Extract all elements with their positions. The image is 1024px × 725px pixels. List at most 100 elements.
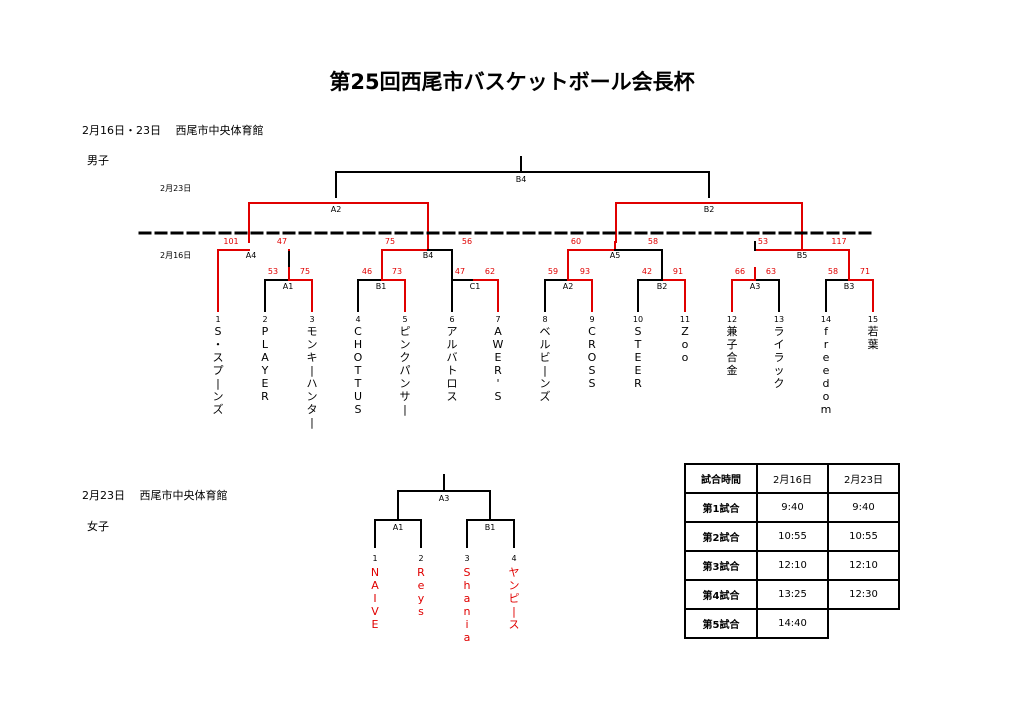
score: 101 bbox=[223, 237, 238, 246]
match-label-a2-upper: A2 bbox=[331, 205, 342, 214]
match-label-a5: A5 bbox=[610, 251, 621, 260]
schedule-cell: 第2試合 bbox=[684, 521, 758, 552]
schedule-cell: 14:40 bbox=[756, 608, 829, 639]
team-name: 若葉 bbox=[868, 325, 879, 351]
women-section-label: 女子 bbox=[87, 520, 109, 533]
team-name: 兼子合金 bbox=[727, 325, 738, 377]
women-match-label-b1: B1 bbox=[485, 523, 496, 532]
team-number: 1 bbox=[215, 315, 220, 324]
match-label-b1: B1 bbox=[376, 282, 387, 291]
score: 53 bbox=[758, 237, 768, 246]
score: 93 bbox=[580, 267, 590, 276]
match-label-c1: C1 bbox=[470, 282, 481, 291]
team-number: 6 bbox=[449, 315, 454, 324]
schedule-header-cell: 試合時間 bbox=[684, 463, 758, 494]
score: 47 bbox=[455, 267, 465, 276]
score: 75 bbox=[385, 237, 395, 246]
team-number: 7 bbox=[495, 315, 500, 324]
team-name: アルバトロス bbox=[447, 325, 458, 403]
match-label-a1: A1 bbox=[283, 282, 294, 291]
match-label-a4: A4 bbox=[246, 251, 257, 260]
match-label-b5: B5 bbox=[797, 251, 808, 260]
team-number: 10 bbox=[633, 315, 643, 324]
team-name: ベルビ|ンズ bbox=[540, 325, 551, 403]
score: 58 bbox=[648, 237, 658, 246]
women-team-number: 3 bbox=[464, 554, 469, 563]
score: 63 bbox=[766, 267, 776, 276]
schedule-row: 第1試合 9:40 9:40 bbox=[684, 492, 900, 523]
schedule-cell: 12:30 bbox=[827, 579, 900, 610]
team-name: モンキ|ハンタ| bbox=[307, 325, 318, 429]
schedule-cell: 9:40 bbox=[756, 492, 829, 523]
schedule-cell: 10:55 bbox=[827, 521, 900, 552]
schedule-cell: 9:40 bbox=[827, 492, 900, 523]
score: 56 bbox=[462, 237, 472, 246]
score: 91 bbox=[673, 267, 683, 276]
score: 53 bbox=[268, 267, 278, 276]
schedule-cell: 第4試合 bbox=[684, 579, 758, 610]
team-number: 15 bbox=[868, 315, 878, 324]
match-label-a2-lower: A2 bbox=[563, 282, 574, 291]
team-number: 14 bbox=[821, 315, 831, 324]
women-team-name: ヤンピ|ス bbox=[509, 566, 520, 631]
women-match-label-a3: A3 bbox=[439, 494, 450, 503]
score: 117 bbox=[831, 237, 846, 246]
score: 71 bbox=[860, 267, 870, 276]
women-team-number: 2 bbox=[418, 554, 423, 563]
schedule-cell: 12:10 bbox=[827, 550, 900, 581]
men-section-label: 男子 bbox=[87, 154, 109, 167]
team-number: 2 bbox=[262, 315, 267, 324]
team-number: 4 bbox=[355, 315, 360, 324]
score: 47 bbox=[277, 237, 287, 246]
schedule-row: 第3試合 12:10 12:10 bbox=[684, 550, 900, 581]
team-number: 13 bbox=[774, 315, 784, 324]
schedule-cell: 10:55 bbox=[756, 521, 829, 552]
match-label-a3: A3 bbox=[750, 282, 761, 291]
team-name: ピンクパンサ| bbox=[400, 325, 411, 416]
schedule-table: 試合時間 2月16日 2月23日 第1試合 9:40 9:40 第2試合 10:… bbox=[684, 463, 900, 639]
schedule-cell: 第1試合 bbox=[684, 492, 758, 523]
men-date-venue: 2月16日・23日 西尾市中央体育館 bbox=[82, 124, 264, 137]
women-date-venue: 2月23日 西尾市中央体育館 bbox=[82, 489, 228, 502]
score: 42 bbox=[642, 267, 652, 276]
schedule-cell: 第3試合 bbox=[684, 550, 758, 581]
match-label-b2-lower: B2 bbox=[657, 282, 668, 291]
team-name: ライラック bbox=[774, 325, 785, 390]
match-label-b2-upper: B2 bbox=[704, 205, 715, 214]
team-name: S・スプ|ンズ bbox=[213, 325, 224, 416]
schedule-cell: 13:25 bbox=[756, 579, 829, 610]
schedule-header-cell: 2月23日 bbox=[827, 463, 900, 494]
match-label-b4: B4 bbox=[423, 251, 434, 260]
score: 62 bbox=[485, 267, 495, 276]
score: 60 bbox=[571, 237, 581, 246]
score: 46 bbox=[362, 267, 372, 276]
team-number: 9 bbox=[589, 315, 594, 324]
schedule-row: 第5試合 14:40 bbox=[684, 608, 899, 639]
team-number: 3 bbox=[309, 315, 314, 324]
score: 73 bbox=[392, 267, 402, 276]
round-date-first: 2月16日 bbox=[160, 251, 192, 260]
page-title: 第25回西尾市バスケットボール会長杯 bbox=[329, 70, 695, 94]
schedule-cell bbox=[828, 609, 899, 638]
team-number: 8 bbox=[542, 315, 547, 324]
schedule-cell: 12:10 bbox=[756, 550, 829, 581]
women-team-number: 4 bbox=[511, 554, 516, 563]
women-team-number: 1 bbox=[372, 554, 377, 563]
schedule-header-row: 試合時間 2月16日 2月23日 bbox=[684, 463, 900, 494]
match-label-final: B4 bbox=[516, 175, 527, 184]
schedule-row: 第2試合 10:55 10:55 bbox=[684, 521, 900, 552]
round-date-final: 2月23日 bbox=[160, 184, 192, 193]
team-number: 5 bbox=[402, 315, 407, 324]
score: 75 bbox=[300, 267, 310, 276]
schedule-cell: 第5試合 bbox=[684, 608, 758, 639]
team-number: 11 bbox=[680, 315, 690, 324]
